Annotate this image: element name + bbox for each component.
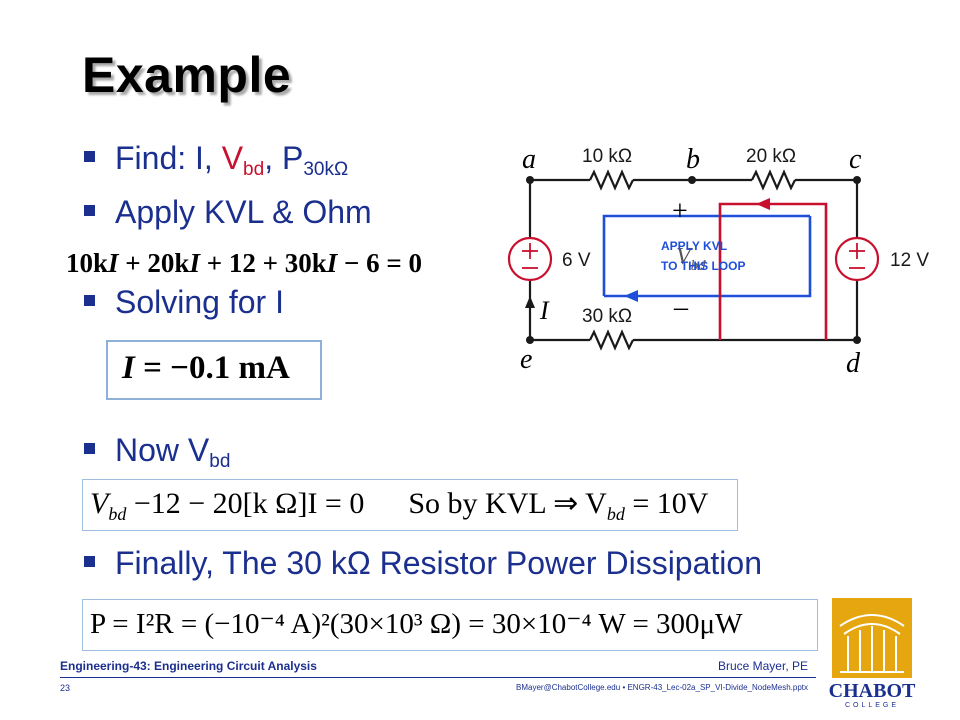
node-c-label: c (849, 144, 862, 175)
node-a-dot (526, 176, 534, 184)
bullet-square-icon (84, 151, 95, 163)
r3-label: 30 kΩ (582, 306, 633, 327)
bullet-square-icon (84, 295, 95, 307)
footer-file-info: BMayer@ChabotCollege.edu • ENGR-43_Lec-0… (516, 683, 808, 692)
power-equation: P = I²R = (−10⁻⁴ A)²(30×10³ Ω) = 30×10⁻⁴… (90, 608, 743, 640)
r2-label: 20 kΩ (746, 146, 797, 167)
bullet-finally: Finally, The 30 kΩ Resistor Power Dissip… (84, 545, 762, 582)
kvl-equation: 10kI + 20kI + 12 + 30kI − 6 = 0 (66, 248, 423, 278)
node-e-label: e (520, 344, 533, 375)
resistor-20k (751, 169, 796, 191)
bullet-square-icon (84, 443, 95, 455)
loop-arrow-blue-icon (624, 290, 638, 302)
chabot-building-icon (832, 598, 912, 678)
slide-title: Example (82, 47, 292, 103)
vbd-term: Vbd (221, 140, 265, 180)
current-result-box (106, 340, 322, 400)
bullet-now: Now Vbd (84, 432, 230, 473)
bullet-square-icon (84, 205, 95, 217)
footer-author: Bruce Mayer, PE (717, 659, 808, 673)
page-number: 23 (60, 683, 71, 693)
footer-divider (60, 677, 816, 678)
current-arrow-icon (525, 296, 535, 308)
vbd-circuit-label: Vbd (676, 244, 706, 274)
bullet-square-icon (84, 556, 95, 568)
node-d-dot (853, 336, 861, 344)
bullet-solving: Solving for I (84, 284, 284, 321)
logo-sub: COLLEGE (844, 702, 900, 709)
p30k-term: P30kΩ (281, 140, 349, 180)
power-equation-box (82, 599, 818, 651)
bullet-apply: Apply KVL & Ohm (84, 194, 372, 231)
vbd-plus-sign: + (672, 196, 688, 227)
kvl-note-line2: TO THIS LOOP (661, 259, 746, 273)
logo-name: CHABOT (828, 680, 916, 702)
bullet-find: Find: I, Vbd, P30kΩ (84, 140, 348, 181)
vbd-equation-box (82, 479, 738, 531)
r1-label: 10 kΩ (582, 146, 633, 167)
source-6v-label: 6 V (562, 250, 591, 271)
footer-email-link[interactable]: BMayer@ChabotCollege.edu (516, 683, 621, 692)
node-c-dot (853, 176, 861, 184)
vbd-minus-sign: – (674, 292, 688, 323)
resistor-10k (589, 169, 634, 191)
kvl-loop-red (718, 202, 828, 340)
current-label: I (540, 296, 549, 325)
current-result: I = −0.1 mA (122, 350, 290, 386)
node-a-label: a (522, 144, 536, 175)
resistor-30k (589, 329, 634, 351)
node-b-label: b (686, 144, 700, 175)
footer-course: Engineering-43: Engineering Circuit Anal… (60, 659, 317, 673)
node-e-dot (526, 336, 534, 344)
chabot-college-logo: CHABOT COLLEGE (826, 596, 918, 712)
node-d-label: d (846, 348, 860, 379)
kvl-loop-blue (602, 214, 806, 296)
node-b-dot (688, 176, 696, 184)
loop-arrow-red-icon (756, 198, 770, 210)
kvl-note-line1: APPLY KVL (661, 239, 728, 253)
source-12v-label: 12 V (890, 250, 930, 271)
